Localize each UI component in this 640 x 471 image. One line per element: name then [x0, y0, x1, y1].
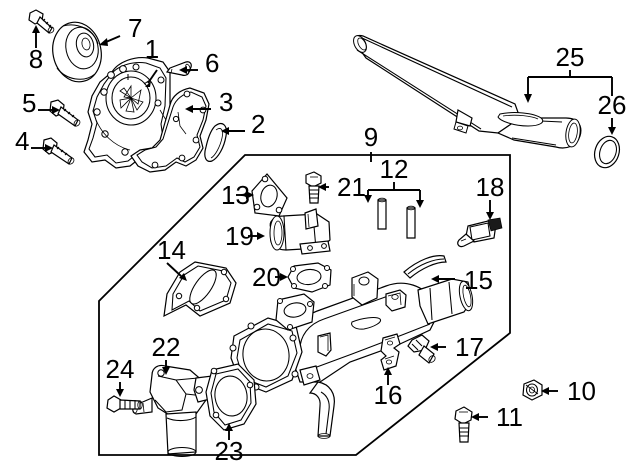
part-6-dowel-pin [165, 61, 192, 76]
callout-label-10[interactable]: 10 [567, 376, 596, 406]
part-2-seal-ring [204, 123, 228, 162]
callout-label-20[interactable]: 20 [252, 262, 281, 292]
part-22-thermostat-housing [132, 364, 218, 458]
part-7-water-pump-pulley [52, 21, 102, 83]
callout-label-5[interactable]: 5 [22, 88, 36, 118]
callout-leaders [31, 25, 616, 440]
callout-label-22[interactable]: 22 [152, 332, 181, 362]
callout-label-11[interactable]: 11 [496, 402, 523, 432]
part-15-water-outlet-pipe [229, 255, 474, 439]
callout-label-7[interactable]: 7 [128, 13, 142, 43]
part-5-bolt-medium [49, 99, 81, 127]
part-10-nut [522, 379, 543, 401]
part-18-coolant-temperature-sensor [457, 217, 503, 248]
part-13-gasket-triangular [251, 173, 288, 217]
part-4-bolt-long [42, 137, 75, 165]
callout-label-3[interactable]: 3 [219, 87, 233, 117]
callout-label-9[interactable]: 9 [364, 122, 378, 152]
callout-label-17[interactable]: 17 [455, 332, 484, 362]
callout-label-16[interactable]: 16 [374, 380, 403, 410]
part-21-bolt-hex [305, 171, 322, 204]
part-24-bolt-short [106, 395, 143, 413]
part-12-dowel-pins-pair [377, 197, 416, 239]
callout-label-25[interactable]: 25 [556, 42, 585, 72]
callout-label-23[interactable]: 23 [215, 436, 244, 466]
part-17-bolt-flange [407, 334, 436, 364]
callout-label-6[interactable]: 6 [205, 48, 219, 78]
part-23-thermostat-gasket [205, 363, 257, 431]
part-11-flange-bolt [454, 406, 473, 443]
part-26-o-ring [593, 135, 621, 169]
callout-label-18[interactable]: 18 [476, 172, 505, 202]
part-16-bracket-clip [380, 333, 401, 371]
part-19-water-inlet-connector [269, 208, 331, 255]
part-8-pulley-bolt [28, 9, 55, 34]
callout-number-labels: 1 2 3 4 5 6 7 8 9 10 11 12 13 14 15 16 1… [15, 13, 626, 466]
callout-label-24[interactable]: 24 [106, 354, 135, 384]
callout-label-14[interactable]: 14 [157, 235, 186, 265]
callout-label-13[interactable]: 13 [221, 180, 250, 210]
callout-label-8[interactable]: 8 [29, 44, 43, 74]
part-25-water-pipe-assembly [353, 34, 582, 149]
callout-label-12[interactable]: 12 [380, 154, 409, 184]
callout-label-2[interactable]: 2 [251, 109, 265, 139]
part-20-gasket-oval [287, 262, 332, 293]
callout-label-4[interactable]: 4 [15, 126, 29, 156]
callout-label-26[interactable]: 26 [598, 90, 627, 120]
callout-label-19[interactable]: 19 [225, 221, 254, 251]
callout-label-1[interactable]: 1 [145, 34, 159, 64]
callout-label-21[interactable]: 21 [337, 172, 366, 202]
inset-panel-9 [98, 152, 511, 456]
callout-label-15[interactable]: 15 [464, 265, 493, 295]
